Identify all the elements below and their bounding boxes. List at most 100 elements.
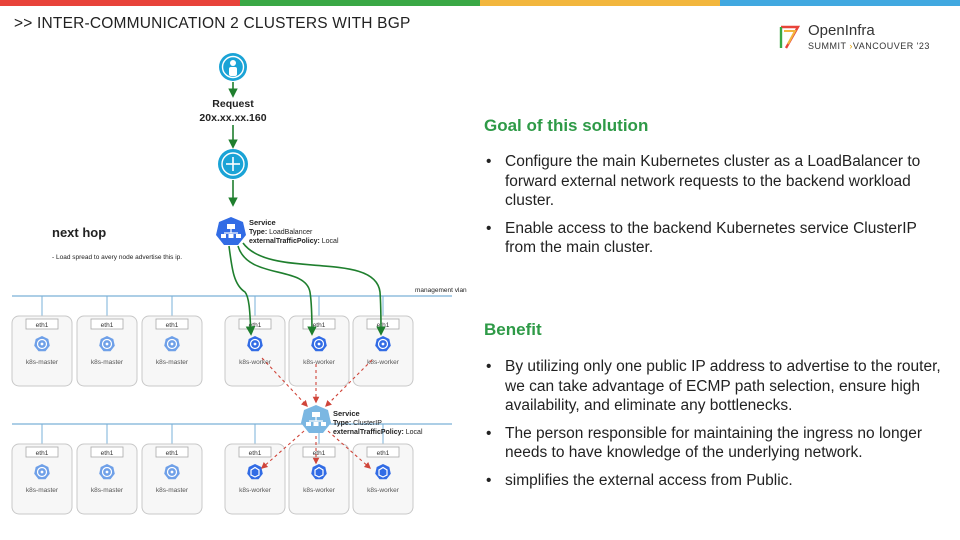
top-node-1: eth1 k8s-master [11,296,73,387]
cip-policy-value: Local [406,429,423,436]
kubernetes-node-icon [164,336,180,352]
benefit-bullet-1: By utilizing only one public IP address … [484,357,944,416]
logo-name: OpenInfra [808,22,875,39]
kubernetes-node-icon [375,336,391,352]
green-path-worker-1 [228,245,256,336]
bar-yellow [480,0,720,6]
management-vlan-label: management vlan [415,287,467,294]
top-role-label-1: k8s-master [26,359,59,366]
bgp-cluster-diagram: Request 20x.xx.xx.160 Service Type: Load… [11,53,467,515]
lb-type-key: Type: [249,229,267,236]
cip-type-value: ClusterIP [353,420,382,427]
clusterip-service-icon [301,405,331,433]
top-iface-label-5: eth1 [313,322,326,329]
bottom-node-2: eth1 k8s-master [76,424,138,515]
bottom-node-5: eth1 k8s-worker [288,424,350,515]
bottom-iface-label-5: eth1 [313,450,326,457]
bar-green [240,0,480,6]
benefit-bullets: By utilizing only one public IP address … [484,357,944,498]
top-iface-label-6: eth1 [377,322,390,329]
next-hop-note: - Load spread to avery node advertise th… [52,254,182,261]
top-role-label-6: k8s-worker [367,359,400,366]
cip-service-type: Type: ClusterIP [333,420,382,427]
pod-icon [250,466,260,478]
request-ip: 20x.xx.xx.160 [199,112,266,124]
bottom-node-3: eth1 k8s-master [141,424,203,515]
user-icon [219,53,247,81]
top-iface-box-1 [25,318,59,330]
bottom-cluster-nodes: eth1 k8s-master eth1 k8s-master eth1 k8s-mast… [11,424,414,515]
cip-policy-key: externalTrafficPolicy: [333,429,404,436]
bottom-role-label-1: k8s-master [26,487,59,494]
top-iface-label-3: eth1 [166,322,179,329]
top-node-2: eth1 k8s-master [76,296,138,387]
bottom-iface-label-6: eth1 [377,450,390,457]
top-role-label-2: k8s-master [91,359,124,366]
bar-blue [720,0,960,6]
red-dash-worker3-to-cip [325,359,373,407]
bottom-iface-box-1 [25,446,59,458]
bottom-role-label-5: k8s-worker [303,487,336,494]
lb-service-policy: externalTrafficPolicy: Local [249,238,339,245]
lb-service-type: Type: LoadBalancer [249,229,313,236]
top-cluster-nodes: eth1k8s-mastereth1k8s-mastereth1k8s-mast… [11,296,414,387]
router-icon [218,149,248,179]
kubernetes-node-icon [311,336,327,352]
openinfra-logo: OpenInfra SUMMIT ›VANCOUVER '23 [778,22,948,52]
bottom-node-4: eth1 k8s-worker [224,424,286,515]
goal-bullet-1: Configure the main Kubernetes cluster as… [484,152,944,211]
bottom-role-label-4: k8s-worker [239,487,272,494]
bottom-iface-label-1: eth1 [36,450,49,457]
goal-bullets: Configure the main Kubernetes cluster as… [484,152,944,266]
top-color-bar [0,0,960,6]
top-iface-label-1: eth1 [36,322,49,329]
bottom-role-label-2: k8s-master [91,487,124,494]
bottom-iface-label-3: eth1 [166,450,179,457]
top-iface-box-5 [302,318,336,330]
slide-title: >> INTER-COMMUNICATION 2 CLUSTERS WITH B… [14,15,411,32]
benefit-heading: Benefit [484,320,542,339]
logo-subtitle: SUMMIT ›VANCOUVER '23 [808,41,930,51]
green-path-worker-3 [242,242,386,336]
top-node-6: eth1 k8s-worker [352,296,414,387]
kubernetes-node-icon [99,464,115,480]
kubernetes-node-icon [34,336,50,352]
goal-heading: Goal of this solution [484,116,649,135]
cip-type-key: Type: [333,420,351,427]
pod-icon [314,466,324,478]
kubernetes-node-icon [247,336,263,352]
green-path-worker-2 [237,245,317,336]
logo-separator: › [849,41,853,51]
bar-red [0,0,240,6]
goal-bullet-2: Enable access to the backend Kubernetes … [484,219,944,258]
top-iface-box-3 [155,318,189,330]
request-label: Request [212,98,254,110]
lb-type-value: LoadBalancer [269,229,313,236]
red-dash-worker1-to-cip [261,357,308,407]
bottom-iface-label-4: eth1 [249,450,262,457]
top-role-label-4: k8s-worker [239,359,272,366]
bottom-iface-box-4 [238,446,272,458]
bottom-iface-box-5 [302,446,336,458]
kubernetes-node-icon [375,464,391,480]
bottom-iface-box-6 [366,446,400,458]
kubernetes-node-icon [311,464,327,480]
bottom-role-label-3: k8s-master [156,487,189,494]
lb-policy-key: externalTrafficPolicy: [249,238,320,245]
cip-service-title: Service [333,409,360,418]
next-hop-label: next hop [52,225,106,240]
top-iface-label-2: eth1 [101,322,114,329]
benefit-bullet-3: simplifies the external access from Publ… [484,471,944,491]
top-iface-box-2 [90,318,124,330]
bottom-iface-box-3 [155,446,189,458]
pod-icon [378,466,388,478]
openinfra-logo-icon [779,25,801,49]
benefit-bullet-2: The person responsible for maintaining t… [484,424,944,463]
kubernetes-node-icon [34,464,50,480]
service-icon [216,217,246,245]
bottom-iface-box-2 [90,446,124,458]
bottom-iface-label-2: eth1 [101,450,114,457]
